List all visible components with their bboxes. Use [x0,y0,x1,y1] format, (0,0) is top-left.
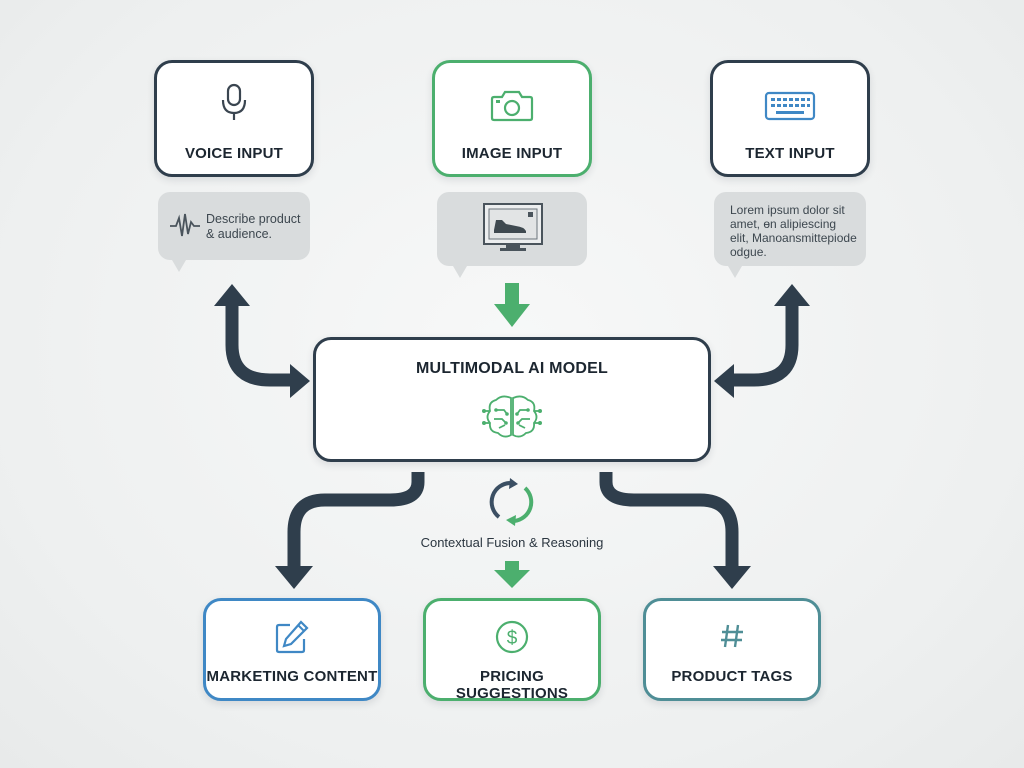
voice-model-arrow [214,284,310,398]
svg-text:$: $ [507,628,518,649]
voice-input-card: VOICE INPUT [154,60,314,177]
brain-circuit-icon [482,392,542,447]
marketing-content-card: MARKETING CONTENT [203,598,381,701]
multimodal-ai-model-card: MULTIMODAL AI MODEL [313,337,711,462]
image-input-card: IMAGE INPUT [432,60,592,177]
pricing-suggestions-card: $ PRICING SUGGESTIONS [423,598,601,702]
edit-pencil-icon [274,619,310,660]
model-title: MULTIMODAL AI MODEL [416,360,608,377]
text-bubble-text: Lorem ipsum dolor sit amet, ɵn alipiesci… [730,203,857,259]
microphone-icon [220,83,248,128]
shoe-image-monitor-icon [482,202,544,256]
text-model-arrow [714,284,810,398]
voice-input-bubble: Describe product & audience. [158,192,310,272]
waveform-icon [170,212,200,244]
keyboard-icon [764,91,816,126]
image-input-title: IMAGE INPUT [461,145,563,162]
camera-icon [490,89,534,128]
text-input-card: TEXT INPUT [710,60,870,177]
contextual-fusion-label: Contextual Fusion & Reasoning [420,535,604,550]
product-tags-card: PRODUCT TAGS [643,598,821,701]
text-input-title: TEXT INPUT [745,145,835,162]
dollar-icon: $ [494,619,530,660]
product-tags-title: PRODUCT TAGS [671,668,793,685]
model-marketing-arrow [275,472,425,589]
image-model-arrow [494,283,530,327]
process-pricing-arrow [494,561,530,588]
pricing-suggestions-title: PRICING SUGGESTIONS [455,668,569,702]
hashtag-icon [717,621,747,656]
text-input-bubble: Lorem ipsum dolor sit amet, ɵn alipiesci… [714,192,866,278]
model-tags-arrow [599,472,751,589]
voice-input-title: VOICE INPUT [184,145,284,162]
voice-bubble-text: Describe product & audience. [206,212,301,241]
cycle-icon [487,478,537,531]
image-input-bubble [437,192,587,278]
marketing-content-title: MARKETING CONTENT [206,668,378,685]
